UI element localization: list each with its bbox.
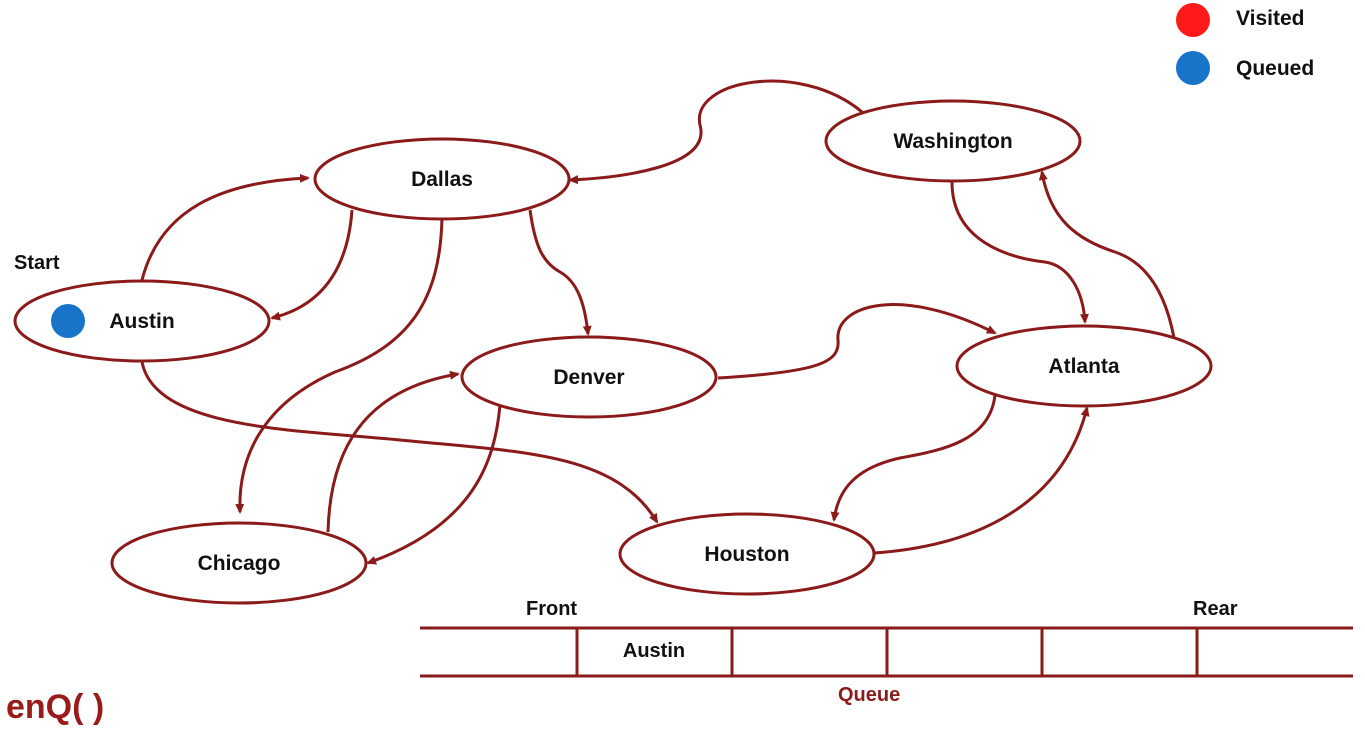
edge-washington-atlanta	[950, 181, 1089, 324]
edge-houston-atlanta	[873, 406, 1090, 555]
legend-queued-dot	[1176, 51, 1210, 85]
queue-rear-label: Rear	[1193, 598, 1238, 620]
queued-marker	[51, 304, 85, 338]
legend-queued-label: Queued	[1236, 57, 1315, 80]
start-label: Start	[14, 252, 60, 274]
node-label-austin: Austin	[109, 310, 174, 333]
legend-visited-label: Visited	[1236, 7, 1305, 30]
node-label-houston: Houston	[704, 543, 789, 566]
node-label-washington: Washington	[893, 130, 1012, 153]
queue-cell: Austin	[622, 640, 686, 662]
edge-austin-houston	[140, 361, 659, 524]
node-label-chicago: Chicago	[198, 552, 281, 575]
edge-austin-dallas	[140, 173, 310, 281]
queue-front-label: Front	[526, 598, 578, 620]
edge-dallas-denver	[528, 209, 592, 336]
node-dallas[interactable]: Dallas	[313, 137, 571, 221]
node-austin[interactable]: Austin	[13, 279, 271, 363]
node-houston[interactable]: Houston	[618, 512, 876, 596]
edge-denver-chicago	[366, 404, 502, 565]
node-washington[interactable]: Washington	[824, 99, 1082, 183]
operation-label: enQ( )	[6, 688, 105, 726]
edge-denver-atlanta	[717, 303, 997, 380]
queue-caption: Queue	[838, 684, 901, 706]
edge-washington-dallas	[568, 79, 863, 185]
edge-dallas-chicago	[235, 217, 444, 514]
queue-box	[420, 626, 1353, 678]
legend-visited-dot	[1176, 3, 1210, 37]
edge-atlanta-houston	[830, 394, 997, 522]
edge-atlanta-washington	[1038, 170, 1176, 339]
edge-dallas-austin	[270, 209, 354, 321]
node-denver[interactable]: Denver	[460, 335, 718, 419]
edge-chicago-denver	[326, 370, 460, 533]
node-chicago[interactable]: Chicago	[110, 521, 368, 605]
node-label-dallas: Dallas	[411, 168, 473, 191]
node-label-atlanta: Atlanta	[1048, 355, 1119, 378]
node-label-denver: Denver	[553, 366, 624, 389]
node-atlanta[interactable]: Atlanta	[955, 324, 1213, 408]
